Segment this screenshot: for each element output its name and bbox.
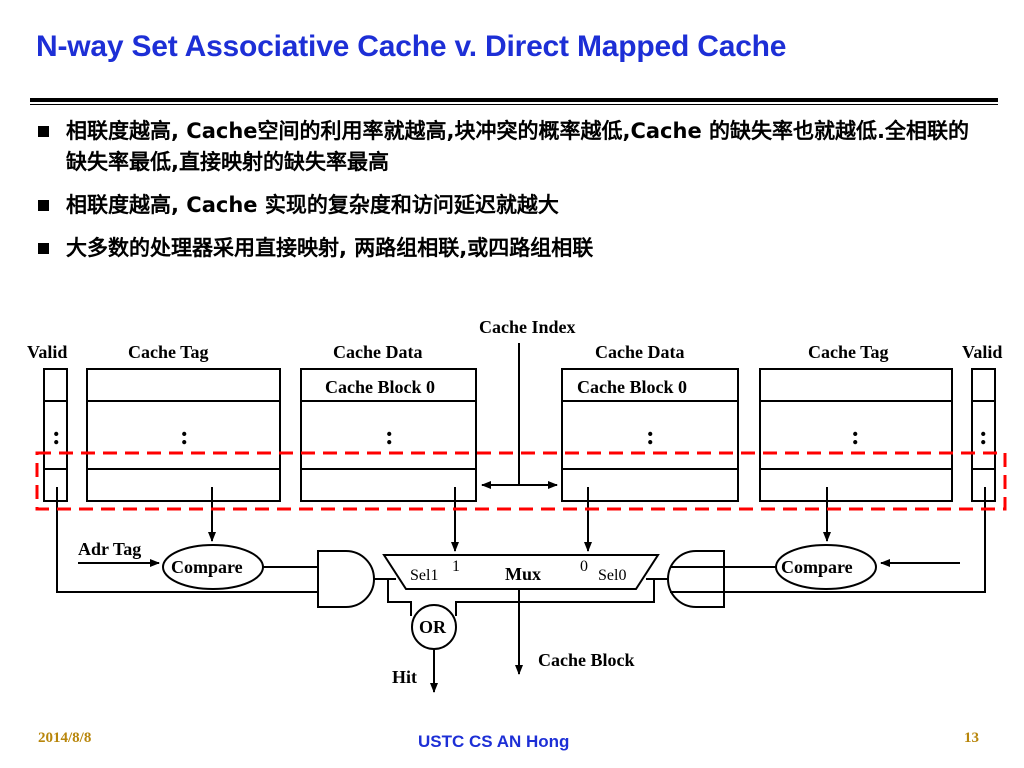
bullet-item: 相联度越高, Cache空间的利用率就越高,块冲突的概率越低,Cache 的缺失…: [36, 116, 986, 178]
bullet-text: 相联度越高, Cache 实现的复杂度和访问延迟就越大: [66, 193, 559, 217]
bullet-square-icon: [38, 243, 49, 254]
ellipsis-valid-right: :: [979, 421, 988, 450]
tag-column-left: [86, 368, 281, 502]
and-gate-left: [317, 550, 375, 608]
tag-label-right: Cache Tag: [808, 342, 889, 362]
and-gate-right: [667, 550, 725, 608]
bullet-square-icon: [38, 126, 49, 137]
data-label-left: Cache Data: [333, 342, 422, 362]
tag-label-left: Cache Tag: [128, 342, 209, 362]
tag-column-right: [759, 368, 953, 502]
data-column-left: [300, 368, 477, 502]
sel1-label: Sel1: [410, 567, 438, 584]
page-number: 13: [964, 730, 979, 746]
ellipsis-data-left: :: [385, 421, 394, 450]
footer-date: 2014/8/8: [38, 730, 92, 746]
bullet-text: 大多数的处理器采用直接映射, 两路组相联,或四路组相联: [66, 236, 594, 260]
footer-author: USTC CS AN Hong: [418, 732, 570, 751]
data-label-right: Cache Data: [595, 342, 684, 362]
input-1-label: 1: [452, 558, 460, 575]
cache-diagram: Cache Index Valid Cache Tag Cache Data C…: [27, 317, 1007, 693]
slide-title: N-way Set Associative Cache v. Direct Ma…: [36, 30, 787, 63]
mux-label: Mux: [505, 564, 541, 584]
compare-label-right: Compare: [781, 557, 853, 577]
cache-index-label: Cache Index: [479, 317, 576, 337]
bullet-list: 相联度越高, Cache空间的利用率就越高,块冲突的概率越低,Cache 的缺失…: [36, 116, 986, 276]
bullet-item: 大多数的处理器采用直接映射, 两路组相联,或四路组相联: [36, 233, 986, 264]
cache-block-0-left: Cache Block 0: [325, 377, 435, 397]
ellipsis-data-right: :: [646, 421, 655, 450]
mux-block: [382, 554, 660, 590]
hit-label: Hit: [392, 667, 417, 687]
cache-block-output-label: Cache Block: [538, 650, 635, 670]
ellipsis-valid-left: :: [52, 421, 61, 450]
selected-set-highlight: [35, 451, 1007, 511]
valid-label-right: Valid: [962, 342, 1002, 362]
valid-column-left: [43, 368, 68, 502]
valid-column-right: [971, 368, 996, 502]
cache-block-0-right: Cache Block 0: [577, 377, 687, 397]
title-divider: [30, 98, 998, 102]
sel0-label: Sel0: [598, 567, 626, 584]
or-label: OR: [419, 617, 447, 637]
compare-label-left: Compare: [171, 557, 243, 577]
bullet-item: 相联度越高, Cache 实现的复杂度和访问延迟就越大: [36, 190, 986, 221]
input-0-label: 0: [580, 558, 588, 575]
data-column-right: [561, 368, 739, 502]
title-divider-thin: [30, 104, 998, 105]
bullet-text: 相联度越高, Cache空间的利用率就越高,块冲突的概率越低,Cache 的缺失…: [66, 119, 969, 174]
ellipsis-tag-right: :: [851, 421, 860, 450]
adr-tag-label: Adr Tag: [78, 539, 141, 559]
bullet-square-icon: [38, 200, 49, 211]
valid-label-left: Valid: [27, 342, 67, 362]
ellipsis-tag-left: :: [180, 421, 189, 450]
